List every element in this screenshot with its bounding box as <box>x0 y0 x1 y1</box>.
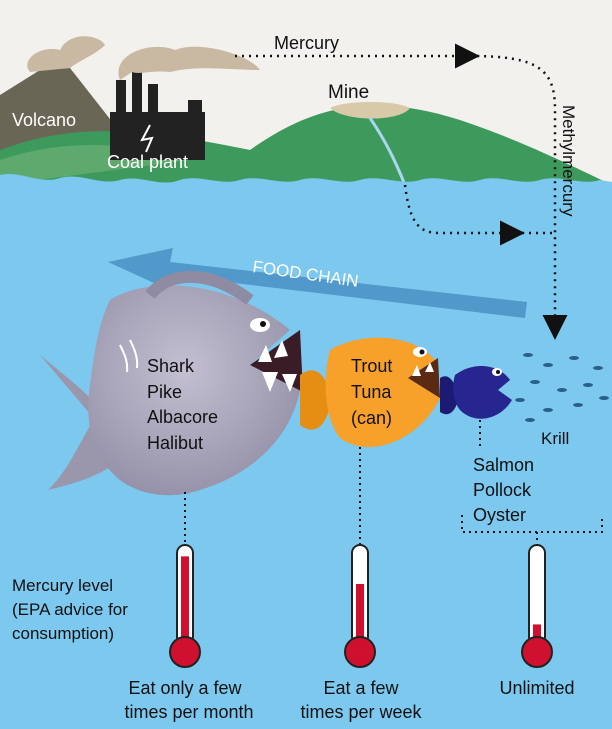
volcano-label: Volcano <box>12 110 76 130</box>
small-fish-2: Oyster <box>473 505 526 525</box>
advice-low-0: Unlimited <box>499 678 574 698</box>
thermometer-medium <box>344 544 376 668</box>
mine-stream <box>368 117 407 186</box>
coal-plant-building <box>110 72 205 160</box>
mine-label: Mine <box>328 82 369 103</box>
mine-pit <box>330 102 410 119</box>
small-fish <box>440 365 512 419</box>
krill-label: Krill <box>541 429 569 448</box>
medium-fish <box>300 337 440 448</box>
krill-swarm <box>515 353 609 422</box>
large-fish-2: Albacore <box>147 407 218 427</box>
advice-high-1: times per month <box>124 702 253 722</box>
coal-plant-label: Coal plant <box>107 152 188 172</box>
large-fish-0: Shark <box>147 356 195 376</box>
coal-plant-smoke <box>118 46 260 80</box>
food-chain-arrow <box>108 248 527 318</box>
big-fish <box>40 270 303 496</box>
thermometer-high <box>169 544 201 668</box>
mercury-label: Mercury <box>274 33 339 53</box>
medium-fish-2: (can) <box>351 408 392 428</box>
advice-medium-0: Eat a few <box>323 678 399 698</box>
large-fish-3: Halibut <box>147 433 203 453</box>
medium-fish-0: Trout <box>351 356 392 376</box>
advice-medium-1: times per week <box>300 702 422 722</box>
hills <box>0 105 612 185</box>
volcano-smoke <box>27 36 106 72</box>
medium-fish-1: Tuna <box>351 382 392 402</box>
methylmercury-path-arrow <box>469 54 568 340</box>
large-fish-1: Pike <box>147 382 182 402</box>
legend-line-0: Mercury level <box>12 576 113 595</box>
legend-line-2: consumption) <box>12 624 114 643</box>
methylmercury-label: Methylmercury <box>559 105 578 217</box>
legend-line-1: (EPA advice for <box>12 600 128 619</box>
small-fish-1: Pollock <box>473 480 532 500</box>
thermometer-low <box>521 544 553 668</box>
small-fish-0: Salmon <box>473 455 534 475</box>
advice-high-0: Eat only a few <box>128 678 242 698</box>
